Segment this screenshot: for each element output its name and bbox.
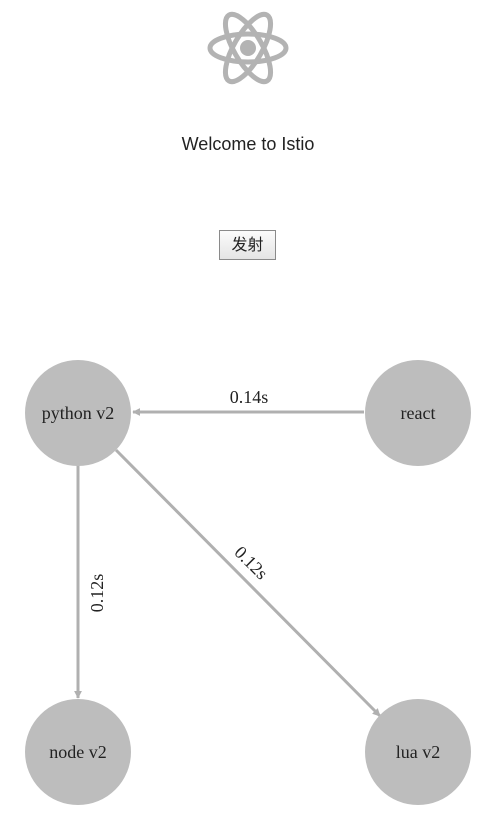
node-python[interactable]: python v2 xyxy=(25,360,131,466)
edge-label-react-python: 0.14s xyxy=(230,387,269,407)
edge-label-python-lua: 0.12s xyxy=(231,542,272,583)
fire-button[interactable]: 发射 xyxy=(219,230,276,260)
node-node[interactable]: node v2 xyxy=(25,699,131,805)
node-react[interactable]: react xyxy=(365,360,471,466)
node-label-python: python v2 xyxy=(42,403,115,423)
node-label-lua: lua v2 xyxy=(396,742,441,762)
welcome-heading: Welcome to Istio xyxy=(181,134,315,154)
edge-python-to-lua xyxy=(114,448,382,718)
node-label-node: node v2 xyxy=(49,742,107,762)
service-graph: 0.14s 0.12s 0.12s python v2 react node v… xyxy=(25,360,471,805)
node-lua[interactable]: lua v2 xyxy=(365,699,471,805)
istio-atom-logo-icon xyxy=(207,11,289,85)
edge-label-python-node: 0.12s xyxy=(87,574,107,613)
node-label-react: react xyxy=(401,403,436,423)
